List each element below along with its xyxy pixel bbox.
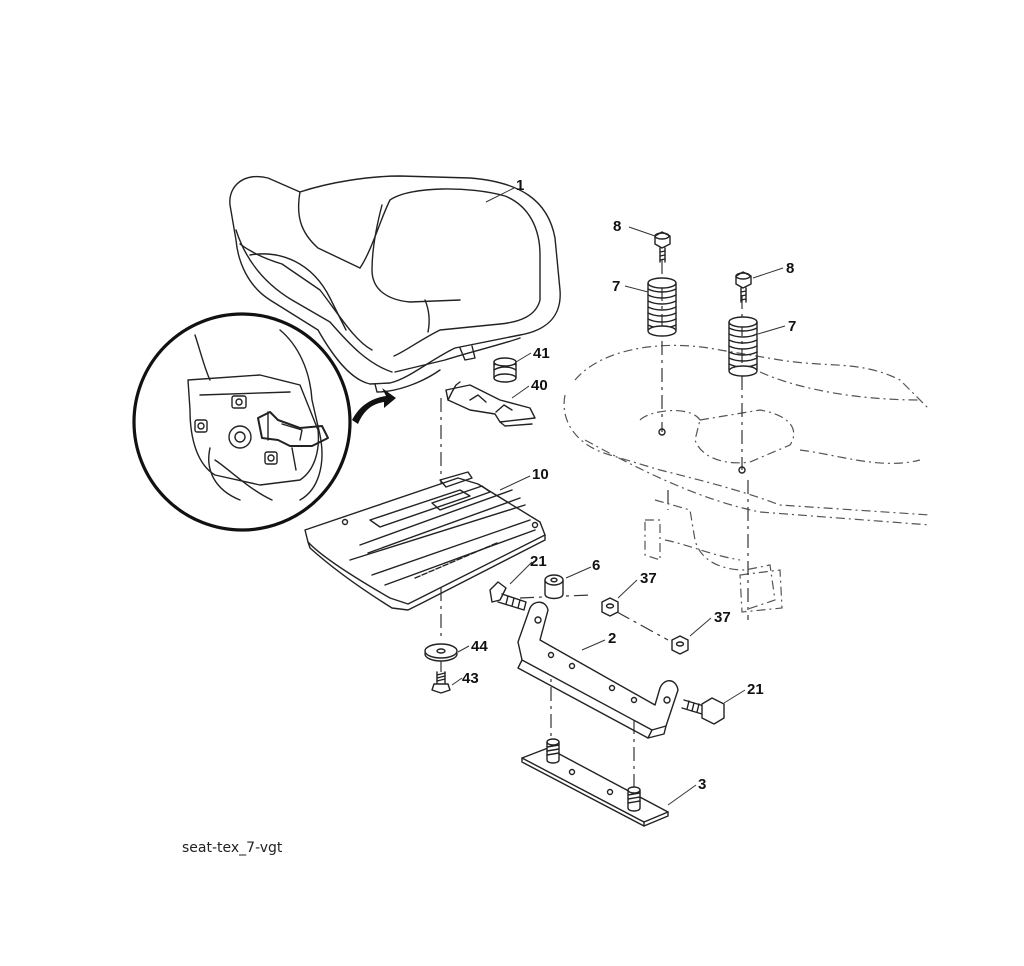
callout-8-right: 8	[786, 260, 794, 277]
seat-assembly	[229, 175, 561, 393]
seat-bracket-part-2	[517, 601, 679, 739]
detail-view-circle	[132, 312, 396, 532]
callout-37-lower: 37	[714, 609, 731, 626]
spring-part-7-right	[728, 316, 758, 377]
callout-10: 10	[532, 466, 549, 483]
callout-40: 40	[531, 377, 548, 394]
seat-plate-part-10	[304, 471, 546, 611]
shoulder-bolt-part-21-left	[489, 581, 527, 611]
bolt-part-8-left	[654, 231, 671, 263]
mower-frame-outline	[563, 344, 931, 613]
shoulder-bolt-part-21-right	[681, 697, 725, 725]
callout-7-right: 7	[788, 318, 796, 335]
bolt-part-43	[431, 671, 451, 694]
adjustment-slots	[414, 542, 498, 579]
base-plate-part-3	[521, 738, 669, 827]
callout-3: 3	[698, 776, 706, 793]
callout-43: 43	[462, 670, 479, 687]
nut-part-37-lower	[671, 635, 689, 655]
diagram-caption: seat-tex_7-vgt	[182, 840, 283, 856]
callout-6: 6	[592, 557, 600, 574]
callout-leader-lines	[451, 187, 786, 806]
latch-bracket-part-40	[445, 381, 536, 427]
callout-7-left: 7	[612, 278, 620, 295]
nut-part-37-upper	[601, 597, 619, 617]
callout-44: 44	[471, 638, 488, 655]
callout-37-upper: 37	[640, 570, 657, 587]
callout-41: 41	[533, 345, 550, 362]
stud-right	[627, 786, 641, 812]
callout-2: 2	[608, 630, 616, 647]
callout-21-left: 21	[530, 553, 547, 570]
callout-1: 1	[516, 177, 524, 194]
spring-part-7-left	[647, 277, 677, 337]
callout-labels: 1 8 8 7 7 41 40 10 21 6 37 37 2 44 43 21…	[462, 177, 796, 793]
callout-21-right: 21	[747, 681, 764, 698]
callout-8-left: 8	[613, 218, 621, 235]
spring-part-41	[493, 357, 517, 383]
bolt-part-8-right	[735, 271, 752, 303]
washer-part-44	[424, 643, 458, 662]
spacer-part-6	[544, 574, 564, 600]
stud-left	[546, 738, 560, 764]
